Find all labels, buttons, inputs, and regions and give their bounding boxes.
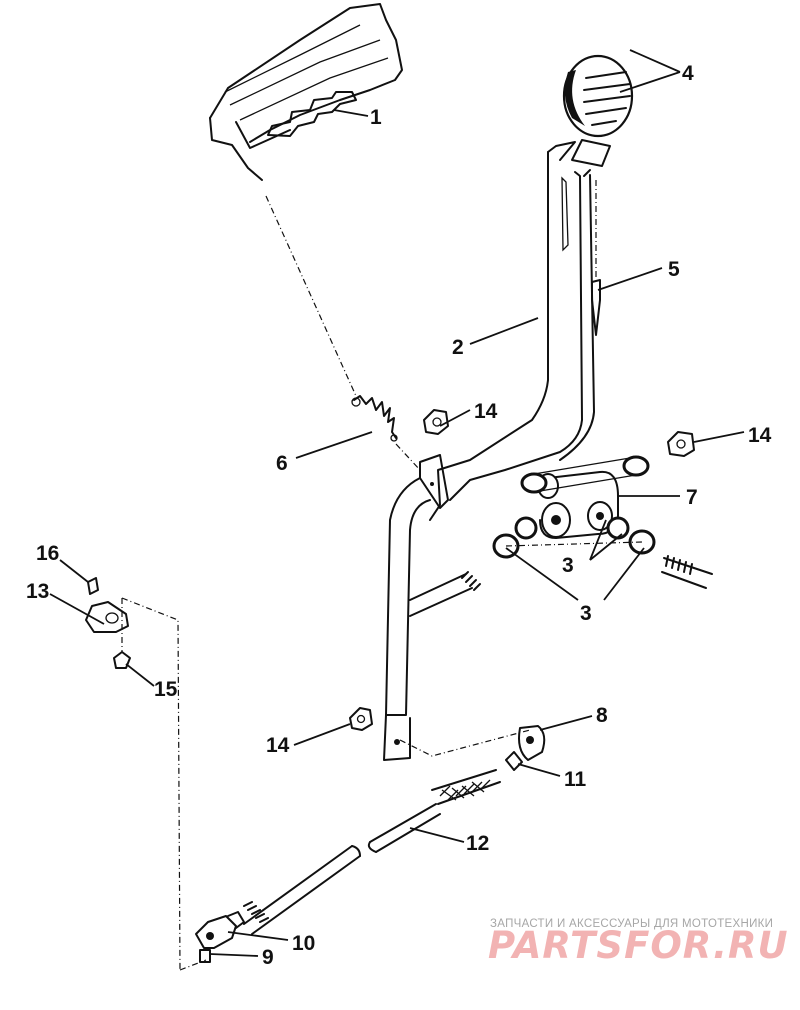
callout-2: 2 — [452, 336, 464, 359]
callout-8: 8 — [596, 704, 608, 727]
callout-3-inner: 3 — [562, 554, 574, 577]
callout-5: 5 — [668, 258, 680, 281]
callout-12: 12 — [466, 832, 489, 855]
brake-pedal-pad-4 — [562, 54, 634, 138]
callout-6: 6 — [276, 452, 288, 475]
callout-4: 4 — [682, 62, 694, 85]
brake-arm-13 — [85, 577, 207, 971]
brake-pedal-lever-2 — [383, 139, 611, 761]
callout-numbers: 1 2 4 5 6 14 14 7 3 3 14 8 11 12 10 9 16… — [26, 62, 772, 969]
linkage-centerline — [399, 729, 531, 757]
callout-1: 1 — [370, 106, 382, 129]
callout-14-top: 14 — [474, 400, 498, 423]
return-spring-6 — [265, 195, 421, 471]
spring-bracket-1 — [267, 91, 357, 137]
washers-3 — [492, 455, 656, 559]
pivot-bushing-7 — [537, 470, 619, 539]
callout-14-right: 14 — [748, 424, 772, 447]
callout-16: 16 — [36, 542, 59, 565]
leader-lines — [49, 49, 745, 957]
callout-3-outer: 3 — [580, 602, 592, 625]
callout-9: 9 — [262, 946, 274, 969]
pedal-pin-5 — [591, 180, 601, 336]
callout-13: 13 — [26, 580, 49, 603]
callout-11: 11 — [564, 768, 587, 791]
nuts-14 — [349, 409, 695, 731]
callout-14-bottom: 14 — [266, 734, 290, 757]
callout-7: 7 — [686, 486, 698, 509]
pivot-shaft — [409, 541, 713, 617]
watermark-caption: ЗАПЧАСТИ И АКСЕССУАРЫ ДЛЯ МОТОТЕХНИКИ — [490, 918, 774, 930]
callout-10: 10 — [292, 932, 315, 955]
watermark-logo: PARTSFOR.RU — [488, 924, 789, 967]
frame-panel — [209, 3, 403, 181]
brake-rod-12 — [243, 769, 501, 935]
callout-15: 15 — [154, 678, 178, 701]
rod-end-8 — [505, 725, 546, 771]
